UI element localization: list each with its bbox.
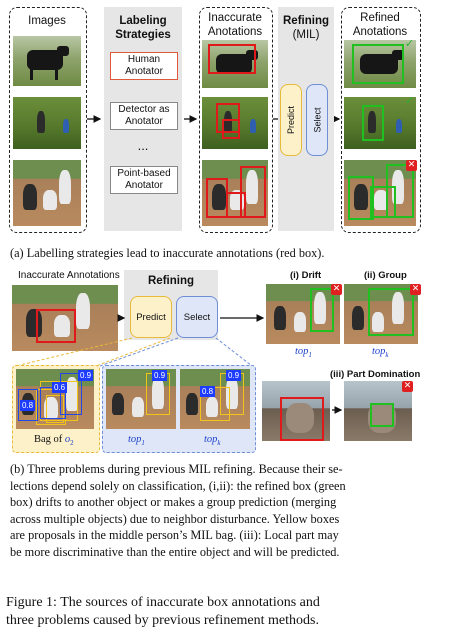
zoom-line-select-left [99, 337, 179, 367]
predict-block-b: Predict [130, 296, 172, 338]
part-domination-label: (iii) Part Domination [330, 369, 421, 380]
cat-image-green [344, 381, 412, 441]
arrows-b [15, 314, 343, 414]
predict-block-a: Predict [280, 84, 302, 156]
bag-score-0: 0.9 [78, 370, 94, 381]
inaccurate-header-line2: Anotations [207, 26, 263, 38]
image-cow [13, 36, 81, 86]
drift-label: (i) Drift [290, 270, 322, 281]
b-inaccurate-image [12, 285, 118, 351]
refined-image-soccer [344, 97, 416, 149]
select-top1-label: top1 [128, 434, 145, 448]
bag-label: Bag of o2 [34, 434, 74, 448]
bag-score-2: 0.8 [20, 400, 36, 411]
top1-score: 0.9 [152, 370, 168, 381]
refined-header-line2: Anotations [352, 26, 408, 38]
inaccurate-image-baseball [202, 160, 268, 226]
refined-image-baseball [344, 160, 416, 226]
refined-image-cow [344, 40, 416, 88]
topk-score-1: 0.8 [200, 386, 216, 397]
top1-label: top1 [295, 346, 312, 360]
image-soccer [13, 97, 81, 149]
bag-score-1: 0.6 [52, 382, 68, 393]
labeling-header-line2: Strategies [115, 29, 171, 41]
caption-b: (b) Three problems during previous MIL r… [10, 462, 346, 559]
inaccurate-image-soccer [202, 97, 268, 149]
group-image [344, 284, 418, 344]
cat-image-red [262, 381, 330, 441]
cross-icon: ✕ [406, 160, 417, 171]
refining-title-b: Refining [148, 275, 194, 287]
zoom-line-predict-left [15, 337, 133, 367]
cross-icon: ✕ [402, 381, 413, 392]
images-header: Images [28, 15, 66, 27]
group-label: (ii) Group [364, 270, 407, 281]
inaccurate-image-cow [202, 40, 268, 88]
topk-score-0: 0.9 [226, 370, 242, 381]
images-column [9, 7, 87, 233]
cross-icon: ✕ [331, 284, 342, 295]
select-block-a: Select [306, 84, 328, 156]
figure-caption: Figure 1: The sources of inaccurate box … [6, 595, 320, 628]
check-icon: ✓ [404, 94, 415, 107]
image-baseball [13, 160, 81, 226]
refining-header-line2: (MIL) [292, 29, 320, 41]
strategies-ellipsis: ... [137, 138, 149, 153]
caption-a: (a) Labelling strategies lead to inaccur… [10, 246, 325, 260]
drift-image [266, 284, 340, 344]
zoom-line-select-right [215, 337, 253, 367]
inaccurate-header-line1: Inaccurate [208, 12, 262, 24]
inaccurate-column [199, 7, 273, 233]
select-topk-label: topk [204, 434, 221, 448]
labeling-header-line1: Labeling [119, 15, 167, 27]
inaccurate-annotations-label: Inaccurate Annotations [18, 270, 120, 281]
refined-column [341, 7, 421, 233]
topk-label: topk [372, 346, 389, 360]
check-icon: ✓ [404, 37, 415, 50]
refining-header-line1: Refining [283, 15, 329, 27]
select-block-b: Select [176, 296, 218, 338]
zoom-line-predict-right [95, 337, 171, 367]
cross-icon: ✕ [410, 284, 421, 295]
refined-header-line1: Refined [360, 12, 400, 24]
